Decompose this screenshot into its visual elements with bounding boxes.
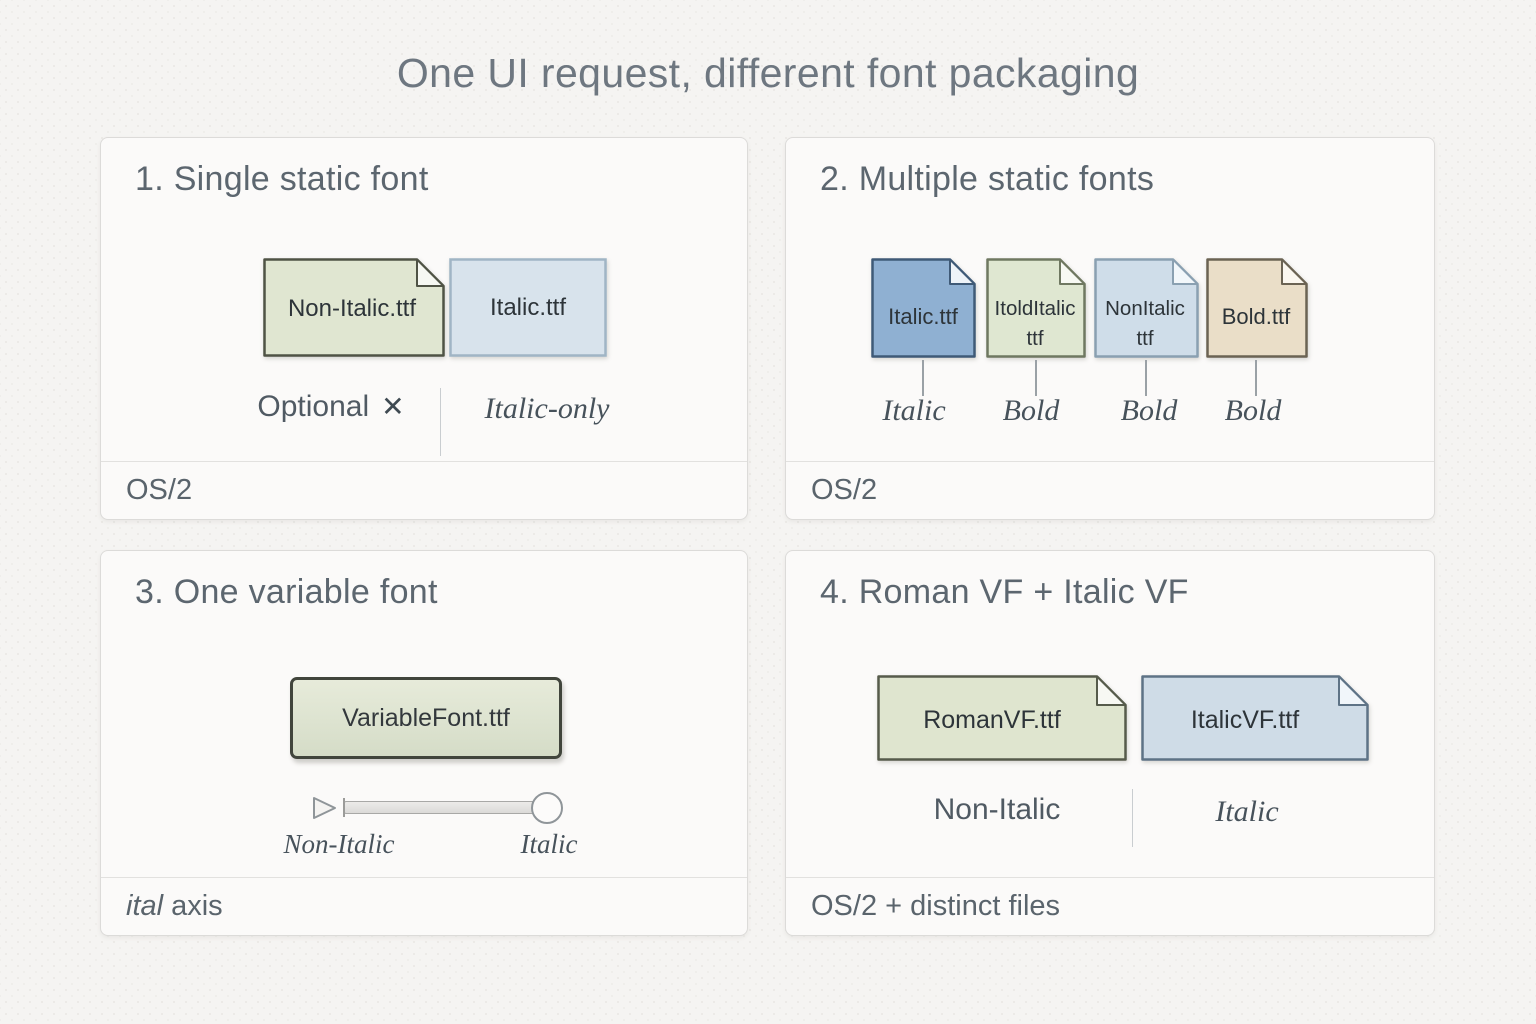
- file-icon-nonitalic-ttf: NonItalic ttf: [1094, 258, 1199, 358]
- file-icon-variablefont-ttf: VariableFont.ttf: [290, 677, 562, 759]
- footer-ital: ital: [126, 890, 164, 922]
- file-icon-italicvf-ttf: ItalicVF.ttf: [1141, 675, 1369, 761]
- leader-line: [1255, 360, 1257, 396]
- file-name: Italic.ttf: [888, 304, 959, 329]
- panel1-heading: 1. Single static font: [135, 160, 429, 198]
- file-icon-bold-ttf: Bold.ttf: [1206, 258, 1308, 358]
- panel3-heading: 3. One variable font: [135, 573, 438, 611]
- panel-roman-vf-italic-vf: 4. Roman VF + Italic VF RomanVF.ttf Ital…: [785, 550, 1435, 936]
- panel2-heading: 2. Multiple static fonts: [820, 160, 1155, 198]
- play-triangle-icon: [313, 797, 336, 819]
- file-name-line1: ItoldItalic: [995, 297, 1076, 320]
- page-title: One UI request, different font packaging: [396, 50, 1140, 96]
- file-name: RomanVF.ttf: [923, 706, 1061, 734]
- footer-axis: axis: [171, 890, 223, 922]
- file-icon-romanvf-ttf: RomanVF.ttf: [877, 675, 1127, 761]
- file-name: VariableFont.ttf: [342, 703, 510, 732]
- leader-line: [1035, 360, 1037, 396]
- panel4-footer: OS/2 + distinct files: [786, 877, 1434, 935]
- panel-one-variable-font: 3. One variable font VariableFont.ttf No…: [100, 550, 748, 936]
- file-name: ItalicVF.ttf: [1191, 706, 1299, 734]
- annotation-divider: [440, 388, 441, 456]
- panel-single-static-font: 1. Single static font Non-Italic.ttf Ita…: [100, 137, 748, 520]
- file-icon-italic-ttf: Italic.ttf: [871, 258, 976, 358]
- leader-line: [1145, 360, 1147, 396]
- file-name: Italic.ttf: [490, 294, 566, 321]
- file-name-line2: ttf: [1136, 327, 1153, 350]
- annotation-italic-only: Italic-only: [484, 392, 610, 425]
- leader-line: [922, 360, 924, 396]
- style-label-bold: Bold: [1002, 394, 1060, 427]
- file-name-line1: NonItalic: [1105, 297, 1185, 320]
- file-name: Non-Italic.ttf: [288, 295, 416, 322]
- style-label-bold: Bold: [1120, 394, 1178, 427]
- file-name: Bold.ttf: [1222, 304, 1291, 329]
- ital-axis-slider-knob: [531, 792, 563, 824]
- annotation-divider: [1132, 789, 1133, 847]
- file-icon-bolditalic-ttf: ItoldItalic ttf: [986, 258, 1086, 358]
- panel4-heading: 4. Roman VF + Italic VF: [820, 573, 1189, 611]
- annotation-optional: Optional✕: [257, 390, 405, 423]
- panel-multiple-static-fonts: 2. Multiple static fonts Italic.ttf Itol…: [785, 137, 1435, 520]
- slider-label-italic: Italic: [520, 829, 578, 859]
- style-label-italic: Italic: [882, 394, 946, 427]
- x-icon: ✕: [381, 391, 405, 422]
- panel3-footer: ital axis: [101, 877, 747, 935]
- file-icon-italic-ttf: Italic.ttf: [449, 258, 607, 357]
- annotation-non-italic: Non-Italic: [933, 793, 1061, 826]
- file-name-line2: ttf: [1026, 327, 1043, 350]
- ital-axis-slider-track: [343, 798, 544, 817]
- panel2-footer: OS/2: [786, 461, 1434, 519]
- slider-label-non-italic: Non-Italic: [283, 829, 395, 859]
- annotation-italic: Italic: [1215, 795, 1279, 828]
- style-label-bold: Bold: [1224, 394, 1282, 427]
- panel1-footer: OS/2: [101, 461, 747, 519]
- file-icon-non-italic-ttf: Non-Italic.ttf: [263, 258, 445, 357]
